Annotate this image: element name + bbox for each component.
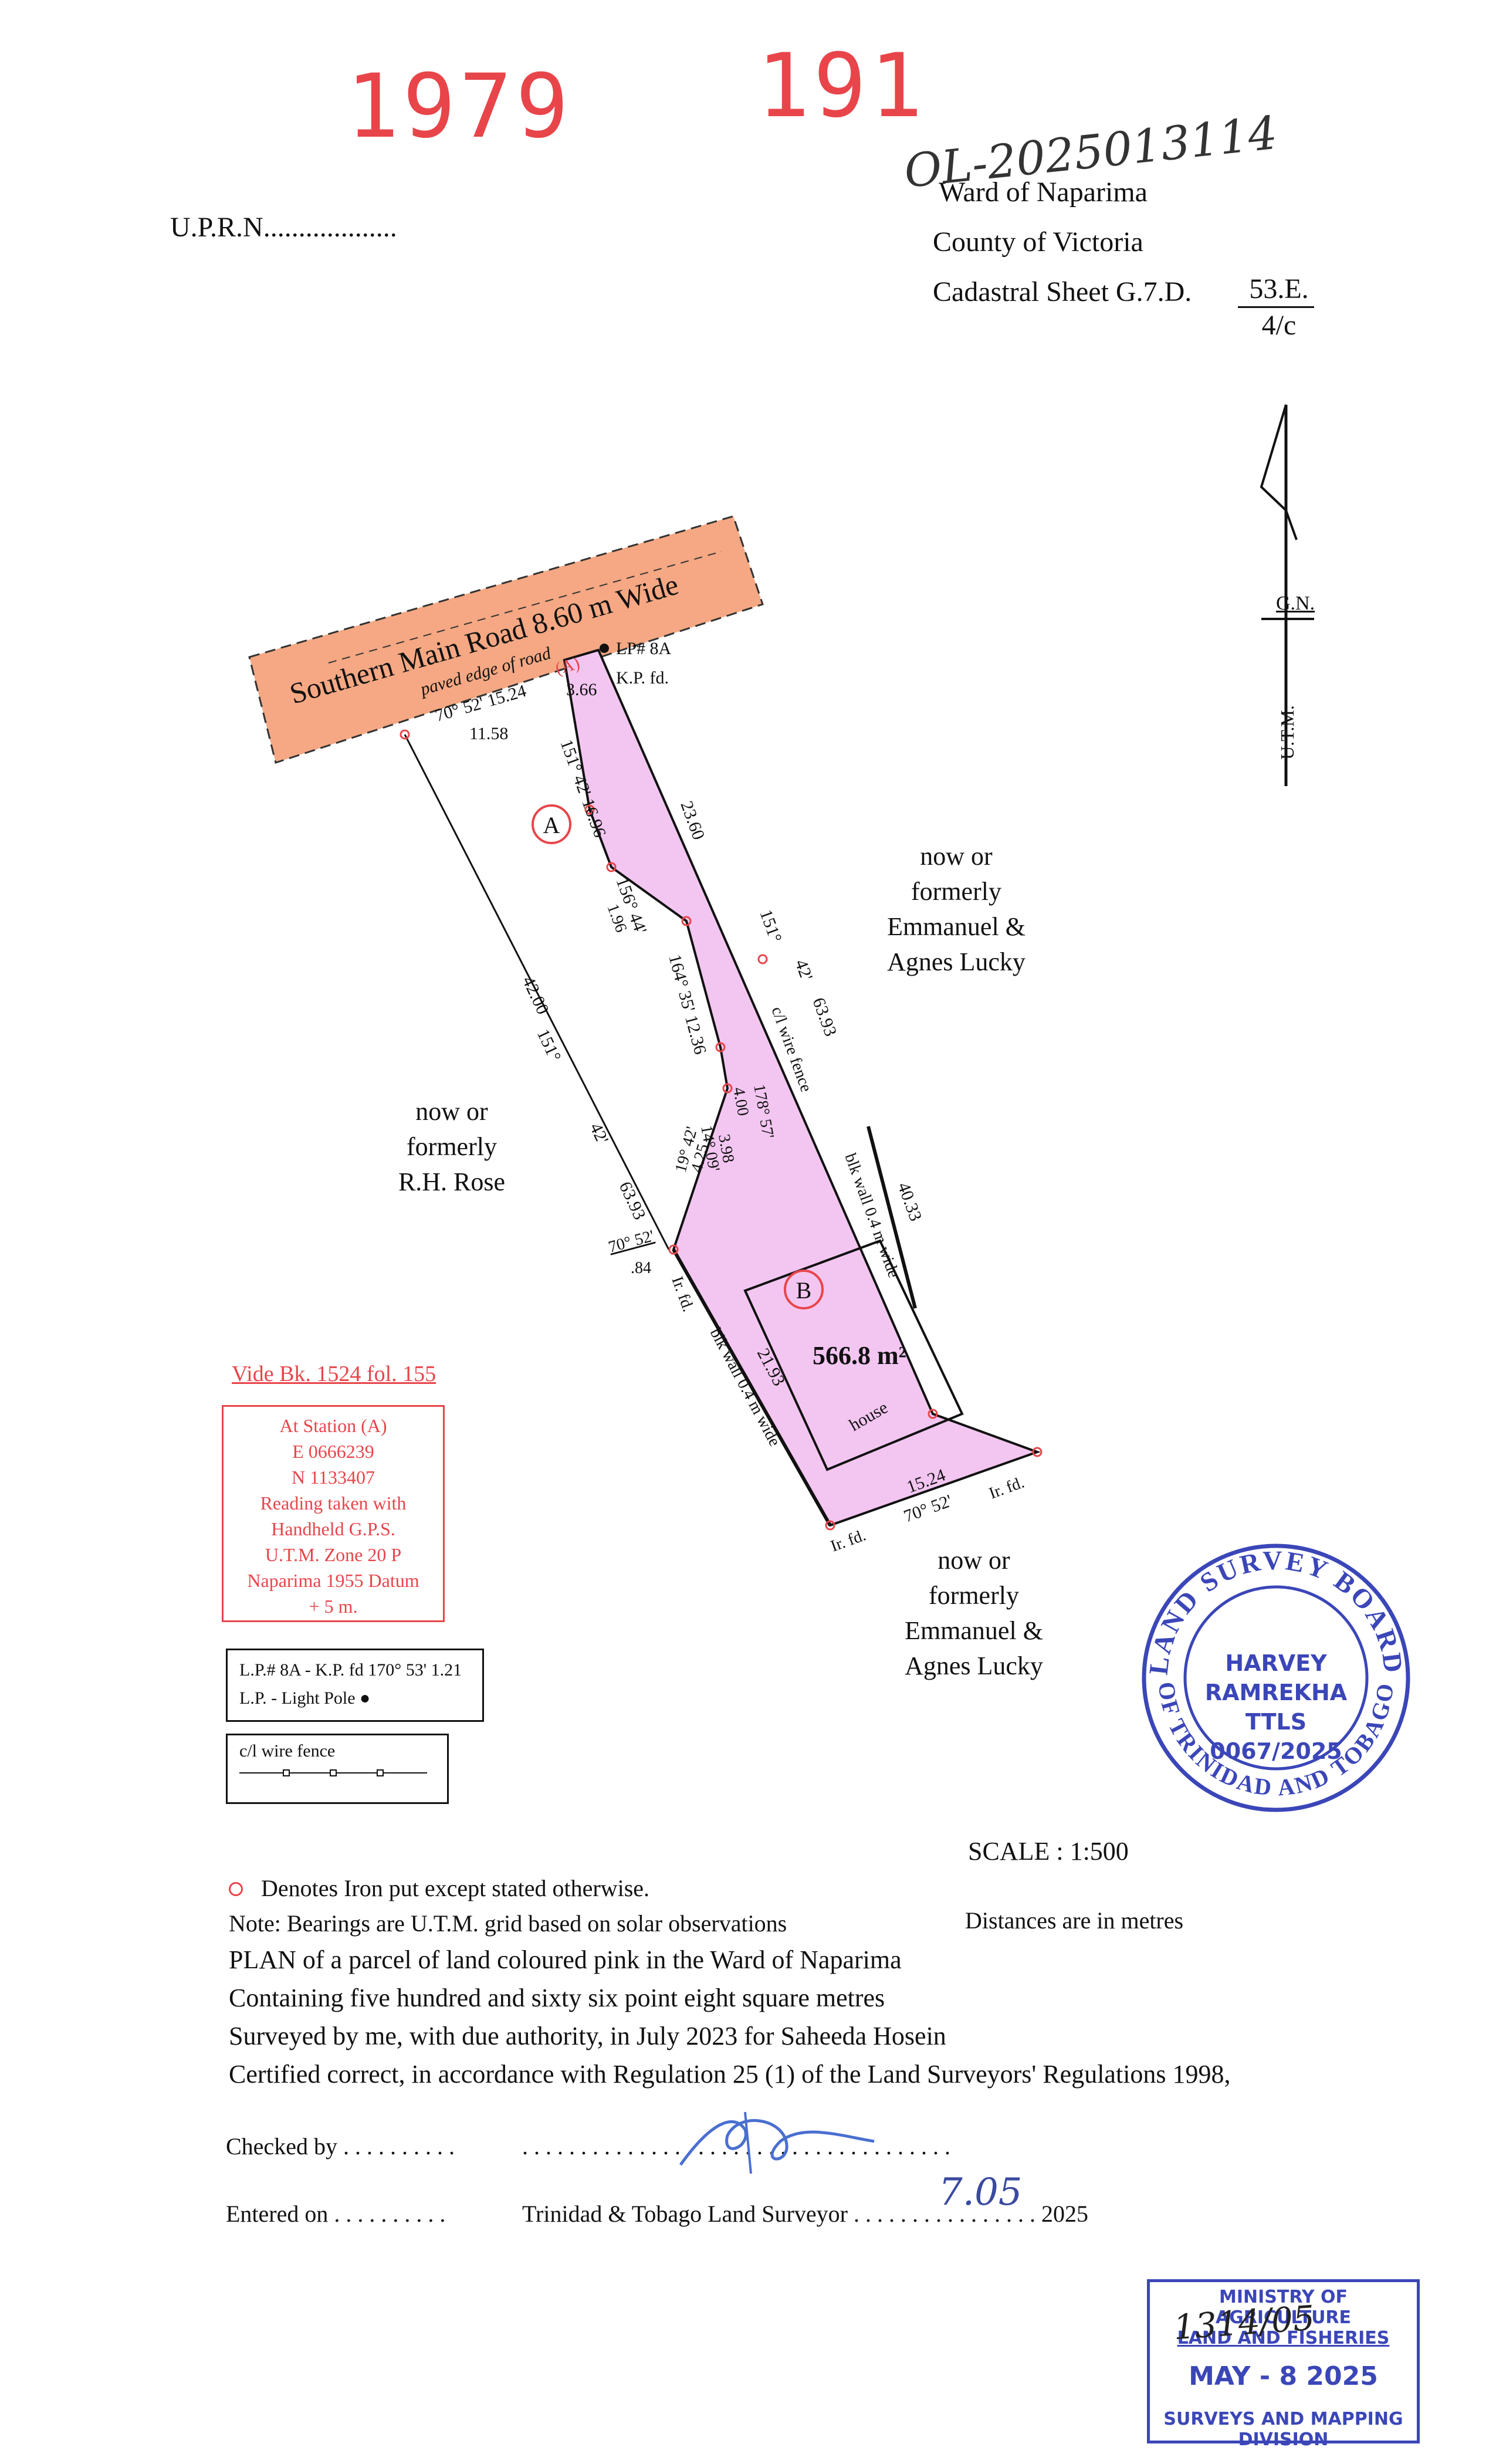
neighbour-line: Agnes Lucky — [905, 1651, 1043, 1680]
neighbour-right-top: now or formerly Emmanuel & Agnes Lucky — [857, 839, 1056, 980]
legend-fence: c/l wire fence — [226, 1734, 449, 1804]
north-arrow — [1260, 404, 1314, 786]
neighbour-line: Emmanuel & — [887, 912, 1025, 941]
lot-b-circle — [784, 1270, 824, 1309]
parcel-polygon — [563, 648, 1041, 1527]
left-bearing-151: 151° — [533, 1026, 565, 1065]
cadastral-denominator: 4/c — [1261, 310, 1297, 341]
plan-description: PLAN of a parcel of land coloured pink i… — [229, 1945, 902, 1974]
station-line: E 0666239 — [292, 1441, 374, 1462]
dist-366: 3.66 — [566, 680, 597, 699]
dist-084: .84 — [631, 1259, 651, 1277]
ministry-line4: DIVISION — [1238, 2429, 1329, 2450]
legend-lp-line: L.P. - Light Pole ● — [239, 1688, 371, 1708]
neighbour-line: R.H. Rose — [398, 1167, 506, 1196]
legend-fence-label: c/l wire fence — [239, 1741, 336, 1761]
cadastral-fraction-rule — [1238, 306, 1314, 308]
neighbour-line: formerly — [407, 1132, 497, 1161]
station-box: At Station (A) E 0666239 N 1133407 Readi… — [222, 1405, 445, 1622]
neighbour-line: now or — [920, 842, 993, 871]
dist-4200: 42.00 — [519, 973, 553, 1017]
bearings-note: Note: Bearings are U.T.M. grid based on … — [229, 1910, 787, 1937]
left-wall-line — [672, 1248, 832, 1527]
kp-label: K.P. fd. — [616, 668, 669, 688]
neighbour-line: Agnes Lucky — [887, 947, 1025, 976]
station-line: At Station (A) — [279, 1415, 387, 1436]
neighbour-line: Emmanuel & — [905, 1616, 1043, 1645]
neighbour-line: formerly — [911, 877, 1001, 906]
date-handwritten: 7.05 — [939, 2171, 1023, 2214]
fence-symbol — [239, 1769, 427, 1776]
dist-2360: 23.60 — [676, 798, 708, 842]
ir-fd-bottom-left: Ir. fd. — [828, 1526, 868, 1555]
light-pole-marker — [600, 644, 609, 653]
stamp-details: HARVEY RAMREKHA TTLS 0067/2025 — [1167, 1649, 1385, 1766]
road-band — [248, 515, 764, 764]
ministry-line1: MINISTRY OF AGRICULTURE — [1215, 2287, 1352, 2328]
surveyor-label: Trinidad & Tobago Land Surveyor . . . . … — [522, 2201, 1088, 2227]
entered-on-label: Entered on . . . . . . . . . . — [226, 2201, 446, 2227]
stamp-name: HARVEY RAMREKHA — [1204, 1650, 1348, 1705]
containing-description: Containing five hundred and sixty six po… — [229, 1984, 885, 2012]
ministry-line2: LAND AND FISHERIES — [1177, 2328, 1390, 2348]
certified-statement: Certified correct, in accordance with Re… — [229, 2060, 1231, 2089]
left-bearing-42: 42' — [586, 1120, 612, 1147]
station-line: N 1133407 — [292, 1467, 375, 1488]
ministry-stamp: MINISTRY OF AGRICULTURE LAND AND FISHERI… — [1147, 2279, 1420, 2450]
bearing-70-52-84: 70° 52' — [607, 1227, 656, 1256]
red-number-left: 1979 — [346, 56, 573, 158]
surveyor-signature — [679, 2111, 875, 2174]
paved-edge-line — [328, 551, 722, 664]
area-label: 566.8 m² — [813, 1341, 906, 1370]
dist-1158: 11.58 — [469, 724, 508, 743]
right-wall-line — [867, 1126, 917, 1309]
bearing-42: 42' — [791, 957, 816, 983]
legend-light-pole: L.P.# 8A - K.P. fd 170° 53' 1.21 L.P. - … — [226, 1649, 484, 1722]
vide-reference: Vide Bk. 1524 fol. 155 — [232, 1362, 436, 1386]
county-label: County of Victoria — [933, 226, 1143, 258]
station-line: Naparima 1955 Datum — [247, 1570, 419, 1591]
dist-6393-right: 63.93 — [808, 995, 840, 1039]
left-boundary-line — [404, 734, 670, 1250]
iron-markers — [400, 729, 1043, 1531]
ministry-date: MAY - 8 2025 — [1189, 2361, 1378, 2391]
station-line: U.T.M. Zone 20 P — [265, 1544, 402, 1565]
neighbour-bottom: now or formerly Emmanuel & Agnes Lucky — [874, 1543, 1074, 1684]
neighbour-left: now or formerly R.H. Rose — [364, 1094, 540, 1200]
gn-label: G.N. — [1276, 593, 1315, 614]
ward-label: Ward of Naparima — [939, 177, 1148, 208]
house-outline — [743, 1239, 964, 1471]
station-line: + 5 m. — [309, 1596, 358, 1617]
neighbour-line: now or — [415, 1097, 488, 1126]
distances-note: Distances are in metres — [965, 1907, 1184, 1934]
red-number-right: 191 — [757, 35, 926, 137]
dist-4033: 40.33 — [893, 1180, 925, 1224]
neighbour-line: now or — [937, 1546, 1010, 1575]
lot-a-label: A — [543, 812, 560, 838]
signature-dots: . . . . . . . . . . . . . . . . . . . . … — [522, 2133, 950, 2160]
neighbour-line: formerly — [929, 1581, 1019, 1610]
stamp-title: TTLS — [1245, 1709, 1307, 1735]
iron-put-symbol — [229, 1882, 243, 1896]
uprn-label: U.P.R.N................... — [170, 212, 397, 243]
lp-label: LP# 8A — [616, 639, 672, 658]
cadastral-sheet-label: Cadastral Sheet G.7.D. — [933, 276, 1192, 307]
station-line: Reading taken with — [260, 1492, 407, 1514]
checked-by-label: Checked by . . . . . . . . . . — [226, 2133, 455, 2160]
surveyed-description: Surveyed by me, with due authority, in J… — [229, 2022, 946, 2050]
lot-b-label: B — [796, 1277, 812, 1304]
cadastral-numerator: 53.E. — [1249, 273, 1309, 304]
scale-label: SCALE : 1:500 — [968, 1837, 1129, 1866]
lot-a-circle — [532, 804, 571, 844]
stamp-number: 0067/2025 — [1210, 1738, 1342, 1764]
land-survey-board-stamp: LAND SURVEY BOARD OF TRINIDAD AND TOBAGO — [1142, 1544, 1410, 1812]
ministry-line3: SURVEYS AND MAPPING — [1163, 2409, 1403, 2429]
iron-put-note: Denotes Iron put except stated otherwise… — [261, 1875, 650, 1901]
ir-fd-bottom-right: Ir. fd. — [987, 1473, 1027, 1502]
bearing-151: 151° — [756, 907, 786, 945]
station-line: Handheld G.P.S. — [271, 1518, 395, 1539]
legend-lp-line: L.P.# 8A - K.P. fd 170° 53' 1.21 — [239, 1660, 462, 1680]
